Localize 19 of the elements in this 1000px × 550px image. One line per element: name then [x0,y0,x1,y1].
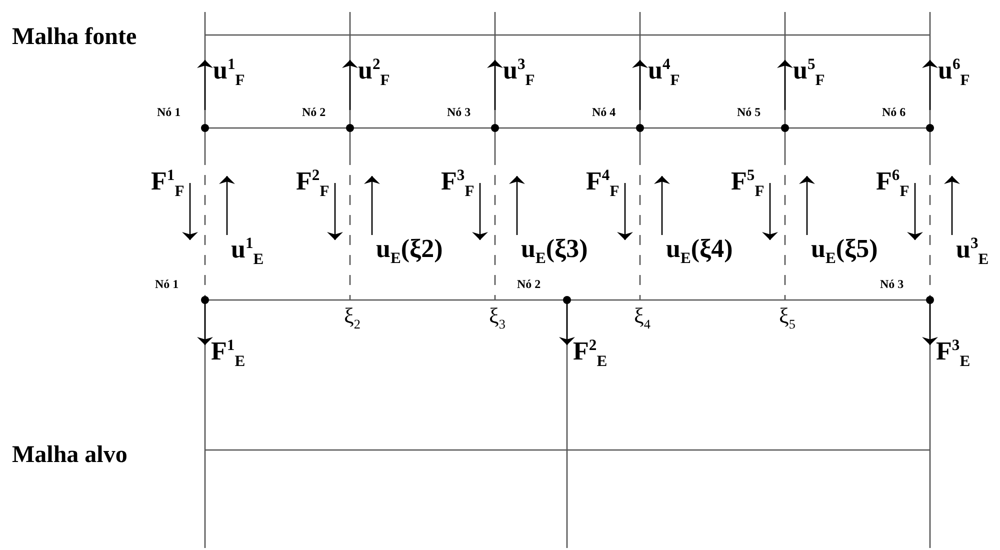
node-label: Nó 2 [302,106,326,118]
node-label: Nó 2 [517,278,541,290]
symbol-label: u$_{E}$(ξ2) [376,236,443,267]
node-label: Nó 1 [155,278,179,290]
node-label: Nó 3 [880,278,904,290]
mesh-label: Malha fonte [12,25,137,49]
coordinate-label: ξ$_{3}$ [489,305,506,331]
symbol-label: u$_{E}$(ξ5) [811,236,878,267]
mesh-label: Malha alvo [12,443,128,467]
node-label: Nó 5 [737,106,761,118]
coordinate-label: ξ$_{4}$ [634,305,650,331]
coordinate-label: ξ$_{2}$ [344,305,360,331]
node-label: Nó 6 [882,106,906,118]
symbol-label: u$_{E}$(ξ4) [666,236,733,267]
node-label: Nó 4 [592,106,616,118]
node-label: Nó 3 [447,106,471,118]
symbol-label: u$_{E}$(ξ3) [521,236,588,267]
coordinate-label: ξ$_{5}$ [779,305,796,331]
node-label: Nó 1 [157,106,181,118]
